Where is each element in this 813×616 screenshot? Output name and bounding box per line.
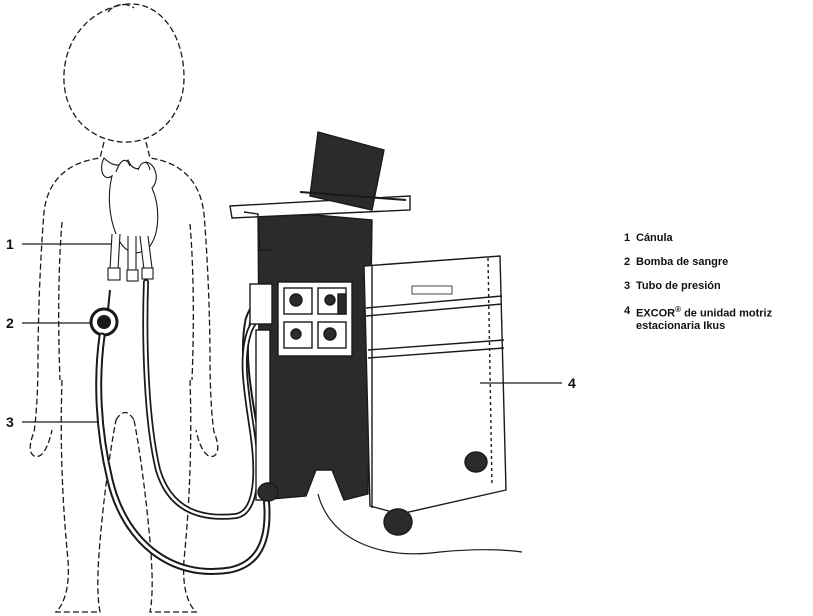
legend-label-brand: EXCOR (636, 307, 675, 319)
callout-3: 3 (6, 415, 14, 429)
legend-item: 3 Tubo de presión (624, 280, 813, 293)
callout-2: 2 (6, 316, 14, 330)
legend-number: 3 (624, 280, 636, 293)
legend-item: 4 EXCOR® de unidad motriz estacionaria I… (624, 305, 813, 334)
legend-label: Tubo de presión (636, 280, 813, 293)
callout-4: 4 (568, 376, 576, 390)
legend-item: 2 Bomba de sangre (624, 256, 813, 269)
legend-label: EXCOR® de unidad motriz estacionaria Iku… (636, 305, 813, 334)
legend-number: 4 (624, 305, 636, 334)
legend: 1 Cánula 2 Bomba de sangre 3 Tubo de pre… (624, 232, 813, 345)
legend-label: Cánula (636, 232, 813, 245)
callout-1: 1 (6, 237, 14, 251)
blood-pump (91, 290, 117, 335)
legend-label: Bomba de sangre (636, 256, 813, 269)
legend-number: 2 (624, 256, 636, 269)
legend-number: 1 (624, 232, 636, 245)
heart-with-cannulas (102, 158, 158, 281)
legend-item: 1 Cánula (624, 232, 813, 245)
driving-unit (230, 132, 522, 554)
